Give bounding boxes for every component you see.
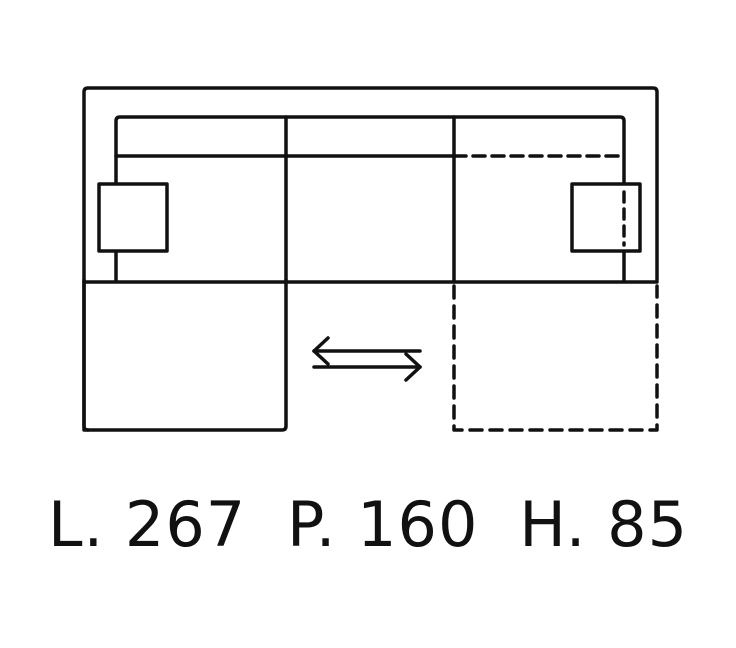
sofa-outline	[82, 86, 659, 432]
chaise-left	[82, 278, 288, 432]
backrest	[114, 115, 626, 282]
swap-arrows-icon	[312, 336, 422, 382]
dimensions-label: L. 267 P. 160 H. 85	[0, 488, 736, 561]
dimension-depth: P. 160	[286, 488, 479, 561]
cushion-left	[97, 182, 169, 253]
chaise-right-optional	[452, 284, 659, 432]
dimension-length: L. 267	[47, 488, 247, 561]
cushion-right	[570, 182, 642, 253]
dimension-height: H. 85	[519, 488, 689, 561]
